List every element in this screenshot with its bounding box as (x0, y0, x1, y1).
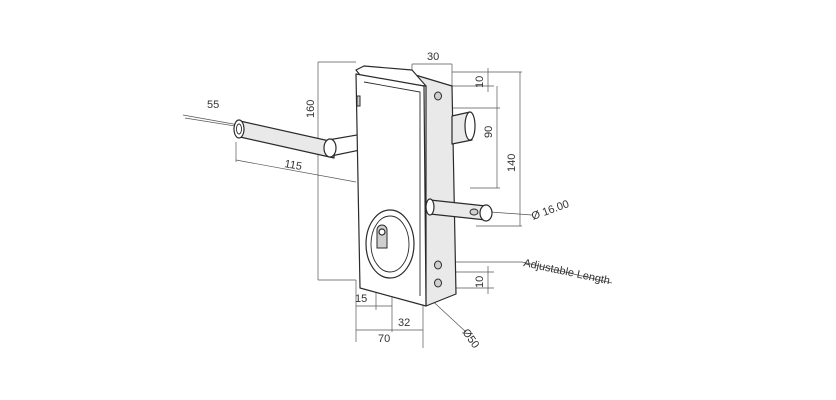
dim-15-label: 15 (355, 293, 367, 305)
handle-spindle (233, 119, 335, 159)
dim-55-label: 55 (207, 99, 219, 111)
dim-70-label: 70 (378, 333, 390, 345)
dim-32-label: 32 (398, 317, 410, 329)
right-spindle (425, 198, 493, 222)
dim-140-label: 140 (506, 154, 518, 172)
dim-10-top-label: 10 (474, 76, 486, 88)
dim-16-label: Ø 16.00 (530, 198, 571, 223)
dim-115-label: 115 (283, 158, 302, 173)
dim-10-bottom-label: 10 (474, 276, 486, 288)
adjustable-length-label: Adjustable Length (522, 257, 611, 287)
dim-160-label: 160 (305, 100, 317, 118)
latch-follower (451, 111, 476, 145)
dim-30-label: 30 (427, 51, 439, 63)
dim-50-label: Ø50 (460, 327, 482, 351)
cylinder-escutcheon (365, 209, 415, 279)
dim-90-label: 90 (483, 126, 495, 138)
